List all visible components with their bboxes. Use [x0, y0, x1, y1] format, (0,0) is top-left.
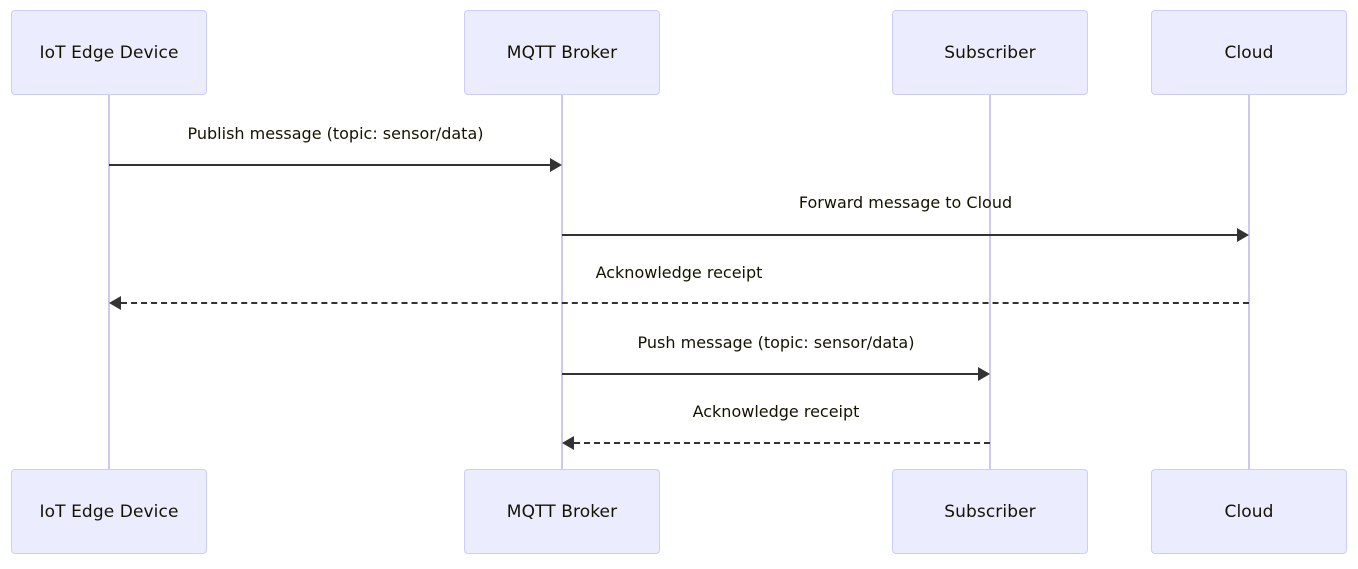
- message-label-4: Push message (topic: sensor/data): [637, 333, 915, 352]
- message-line-4: [562, 373, 978, 375]
- lifeline-broker: [561, 95, 563, 469]
- message-line-5: [574, 442, 990, 444]
- participant-box-bottom-subscriber[interactable]: Subscriber: [892, 469, 1088, 554]
- participant-label-subscriber: Subscriber: [944, 42, 1036, 63]
- participant-box-top-subscriber[interactable]: Subscriber: [892, 10, 1088, 95]
- participant-box-top-iot[interactable]: IoT Edge Device: [11, 10, 207, 95]
- arrowhead-left-icon-5: [562, 436, 574, 450]
- message-label-5: Acknowledge receipt: [692, 402, 860, 421]
- lifeline-iot: [108, 95, 110, 469]
- arrowhead-right-icon-4: [978, 367, 990, 381]
- participant-label-cloud: Cloud: [1224, 42, 1274, 63]
- participant-label-subscriber: Subscriber: [944, 501, 1036, 522]
- participant-label-iot: IoT Edge Device: [39, 501, 179, 522]
- message-label-1: Publish message (topic: sensor/data): [187, 124, 484, 143]
- participant-label-broker: MQTT Broker: [506, 501, 618, 522]
- participant-label-iot: IoT Edge Device: [39, 42, 179, 63]
- arrowhead-left-icon-3: [109, 296, 121, 310]
- participant-label-broker: MQTT Broker: [506, 42, 618, 63]
- arrowhead-right-icon-1: [550, 158, 562, 172]
- participant-box-bottom-iot[interactable]: IoT Edge Device: [11, 469, 207, 554]
- message-line-1: [109, 164, 550, 166]
- participant-label-cloud: Cloud: [1224, 501, 1274, 522]
- lifeline-subscriber: [989, 95, 991, 469]
- participant-box-bottom-broker[interactable]: MQTT Broker: [464, 469, 660, 554]
- message-line-3: [121, 302, 1249, 304]
- participant-box-top-broker[interactable]: MQTT Broker: [464, 10, 660, 95]
- message-line-2: [562, 234, 1237, 236]
- message-label-2: Forward message to Cloud: [798, 193, 1013, 212]
- message-label-3: Acknowledge receipt: [595, 263, 763, 282]
- participant-box-top-cloud[interactable]: Cloud: [1151, 10, 1347, 95]
- lifeline-cloud: [1248, 95, 1250, 469]
- arrowhead-right-icon-2: [1237, 228, 1249, 242]
- participant-box-bottom-cloud[interactable]: Cloud: [1151, 469, 1347, 554]
